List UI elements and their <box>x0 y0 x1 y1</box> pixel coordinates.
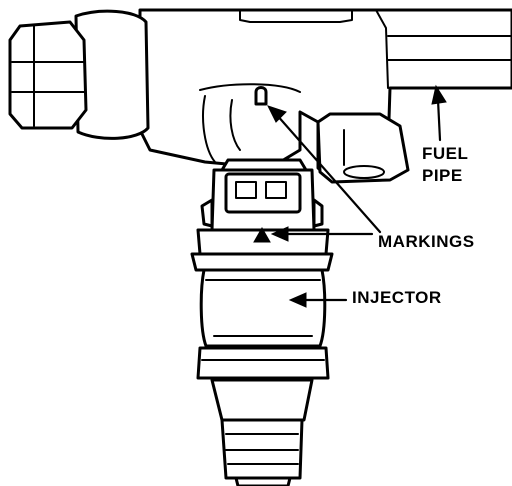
label-markings: MARKINGS <box>378 232 475 251</box>
markings-arrowhead-upper <box>267 105 287 123</box>
injector-arrowhead <box>288 292 307 308</box>
markings-arrowhead-lower <box>270 226 289 242</box>
label-injector: INJECTOR <box>352 288 442 307</box>
fuel-pipe <box>138 8 512 184</box>
label-fuel-pipe-line1: FUEL <box>422 144 469 163</box>
injector-body <box>190 158 334 486</box>
fuel-pipe-arrowhead <box>431 84 447 105</box>
pipe-marking <box>254 86 268 106</box>
label-fuel-pipe-line2: PIPE <box>422 166 463 185</box>
hex-fitting <box>8 9 150 140</box>
leader-lines <box>267 84 447 308</box>
injector-marking <box>253 226 271 243</box>
